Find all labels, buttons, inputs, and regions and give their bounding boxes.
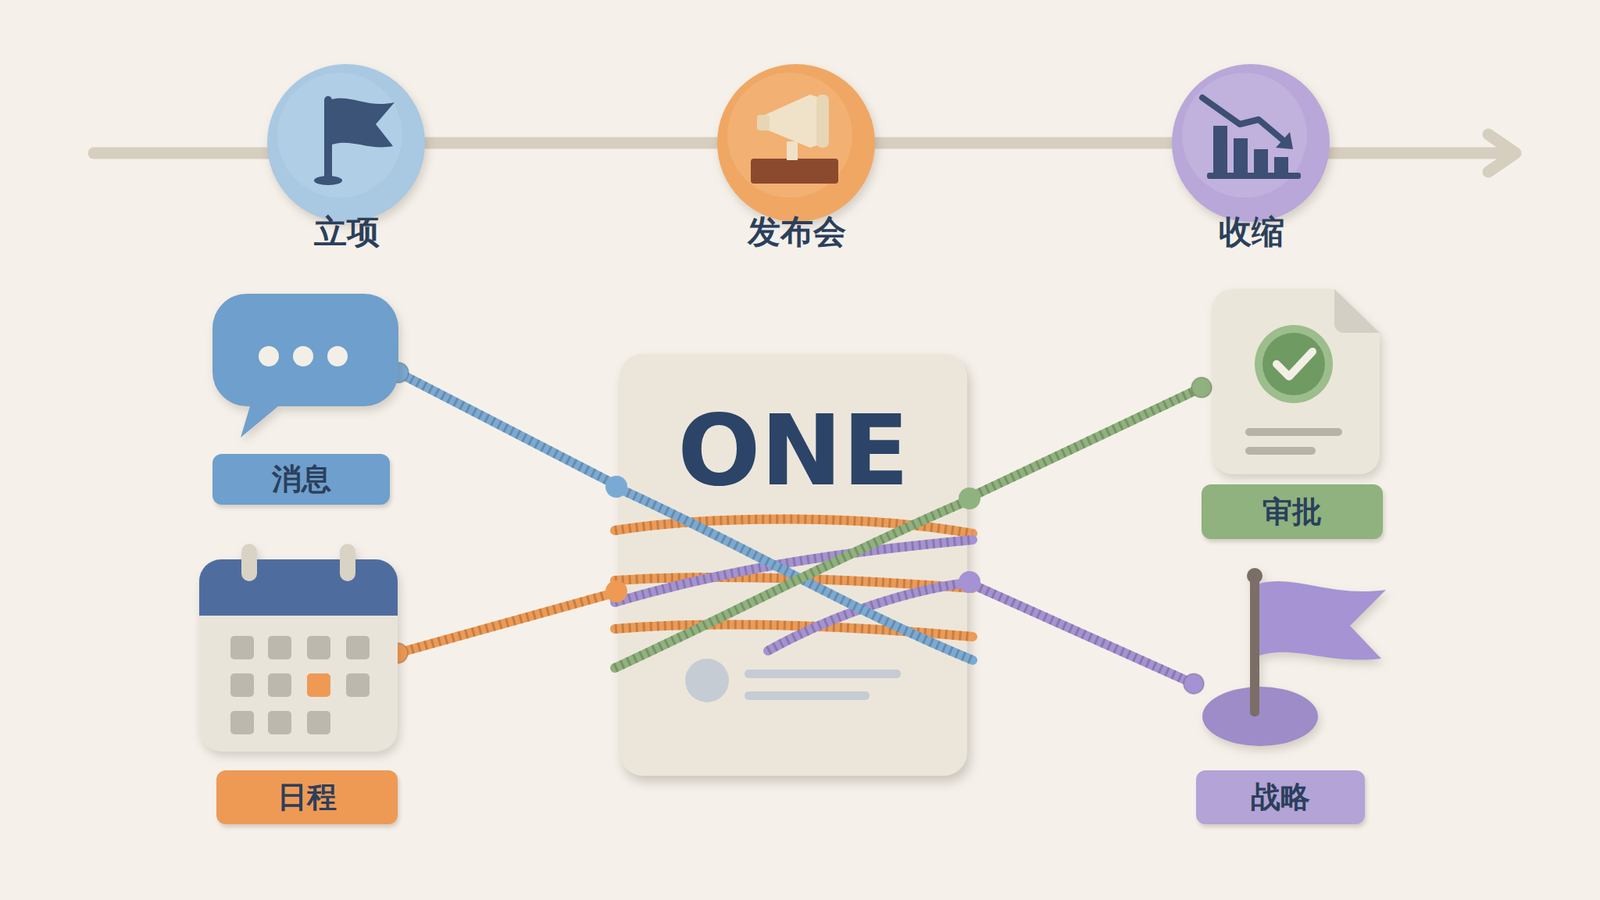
approval-icon: 审批	[1201, 289, 1383, 540]
strategy-flag-icon: 战略	[1193, 566, 1388, 825]
timeline-tail	[1328, 147, 1504, 160]
milestone-label: 立项	[266, 210, 427, 254]
rope-connector	[388, 362, 630, 497]
product-name: ONE	[619, 394, 968, 508]
milestone-label: 收缩	[1171, 210, 1332, 254]
milestone-label: 发布会	[716, 210, 877, 254]
product-card: ONE	[619, 353, 968, 776]
timeline-segment	[426, 142, 717, 144]
label-pill: 战略	[1196, 770, 1365, 825]
message-icon: 消息	[212, 293, 399, 505]
milestone-circle: 收缩	[1171, 63, 1332, 259]
rope-connector	[957, 571, 1204, 694]
label-pill: 日程	[216, 770, 398, 825]
timeline-segment	[876, 142, 1172, 144]
milestone-circle: 发布会	[716, 63, 877, 259]
rope-connector	[387, 581, 630, 664]
timeline-start	[93, 147, 270, 160]
milestone-circle: 立项	[266, 63, 427, 259]
label-pill: 消息	[212, 453, 390, 505]
calendar-icon: 日程	[199, 543, 398, 825]
label-pill: 审批	[1201, 484, 1383, 540]
rope-connector	[957, 377, 1212, 509]
timeline-arrowhead	[1488, 134, 1516, 172]
